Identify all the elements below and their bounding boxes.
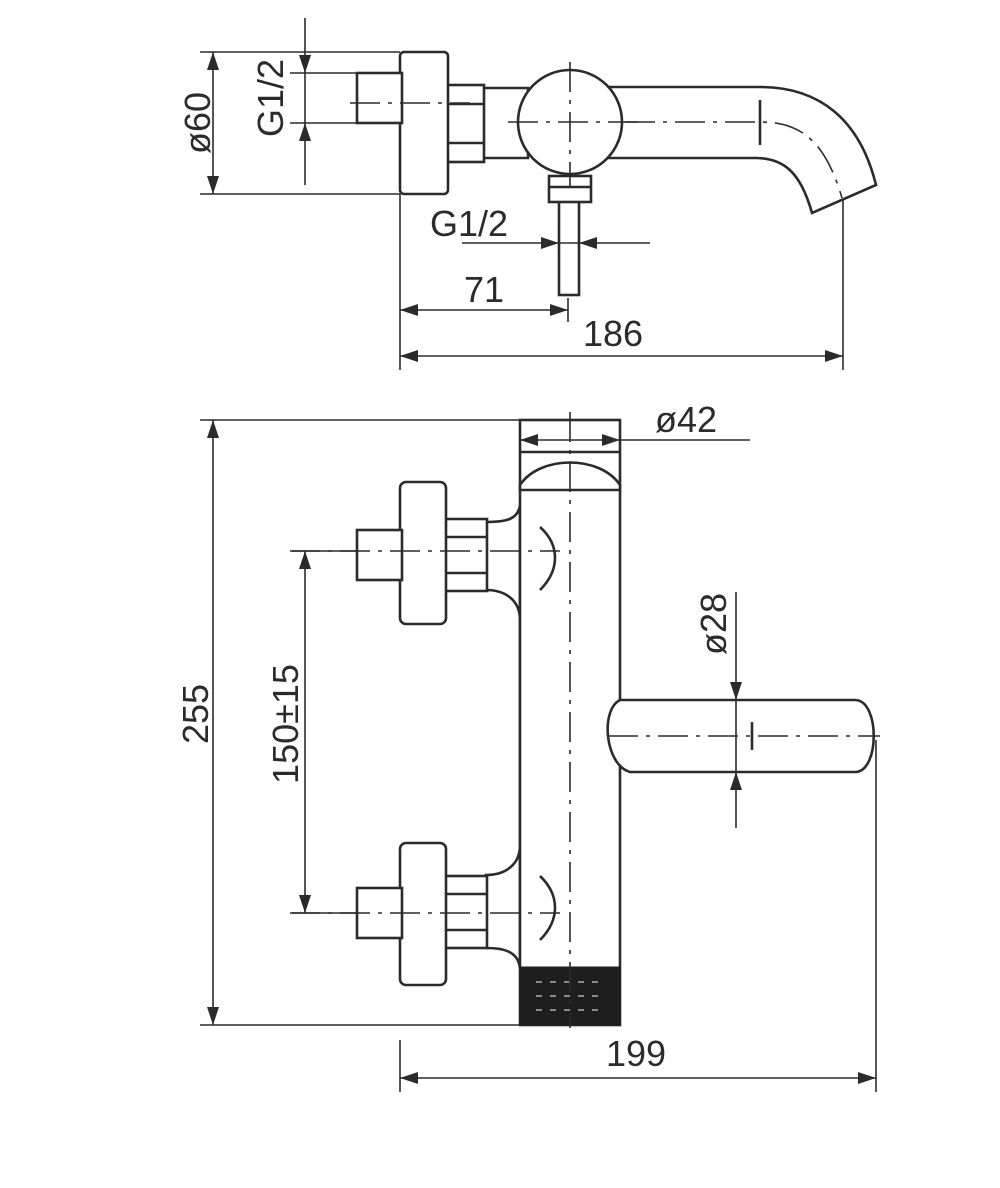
- arrowhead: [299, 895, 311, 913]
- arrowhead: [730, 772, 742, 790]
- flange: [398, 50, 450, 196]
- arrowhead: [299, 55, 311, 73]
- arrowhead: [730, 682, 742, 700]
- arrowhead: [299, 123, 311, 141]
- front-view: ø42 ø28 255 150±15 199: [175, 399, 880, 1092]
- label-255: 255: [175, 684, 216, 744]
- lower-hex-nut: [443, 874, 489, 950]
- label-199: 199: [606, 1033, 666, 1074]
- label-dia42: ø42: [655, 399, 717, 440]
- label-g12-horizontal: G1/2: [430, 203, 508, 244]
- arrowhead: [520, 434, 538, 446]
- arrowhead: [825, 350, 843, 362]
- lower-flange: [398, 841, 448, 987]
- spout-centerline: [625, 121, 843, 199]
- label-g12-vertical: G1/2: [250, 59, 291, 137]
- arrowhead: [858, 1072, 876, 1084]
- arrowhead: [207, 1007, 219, 1025]
- label-71: 71: [464, 269, 504, 310]
- upper-inlet-arc: [539, 526, 557, 591]
- arrowhead: [207, 420, 219, 438]
- arrowhead: [602, 434, 620, 446]
- connector-body: [484, 504, 522, 969]
- hex-nut: [444, 83, 486, 164]
- spout: [598, 85, 878, 215]
- upper-flange: [398, 480, 448, 626]
- arrowhead: [299, 551, 311, 569]
- arrowhead: [579, 237, 597, 249]
- arrowhead: [207, 176, 219, 194]
- grip-dots: [536, 981, 606, 1011]
- spout-side: [606, 698, 876, 774]
- arrowhead: [550, 304, 568, 316]
- arrowhead: [400, 1072, 418, 1084]
- arrowhead: [207, 52, 219, 70]
- threaded-inlet: [355, 71, 404, 125]
- arrowhead: [400, 350, 418, 362]
- arrowhead: [541, 237, 559, 249]
- upper-threaded-inlet: [355, 528, 404, 582]
- shower-outlet-pipe: [557, 198, 581, 297]
- lower-inlet-arc: [539, 875, 557, 941]
- label-dia60: ø60: [177, 92, 218, 154]
- label-150: 150±15: [265, 664, 306, 784]
- upper-hex-nut: [443, 517, 489, 593]
- label-dia28: ø28: [693, 593, 734, 655]
- label-186: 186: [583, 313, 643, 354]
- top-view: ø60 G1/2 G1/2 71 186: [177, 18, 878, 370]
- arrowhead: [400, 304, 418, 316]
